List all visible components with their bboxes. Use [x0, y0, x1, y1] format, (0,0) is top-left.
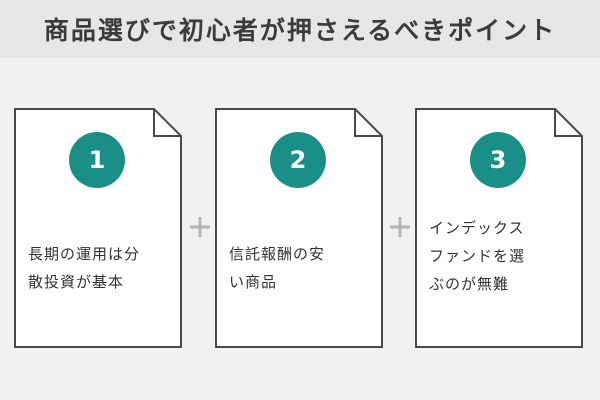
- point-description: 長期の運用は分 散投資が基本: [28, 240, 170, 296]
- plus-icon: [190, 217, 210, 237]
- points-area: 1 長期の運用は分 散投資が基本 2 信託報酬の安 い商品 3: [0, 58, 600, 400]
- point-number-badge: 2: [270, 132, 326, 188]
- point-description-line: 散投資が基本: [28, 273, 125, 291]
- page-title: 商品選びで初心者が押さえるべきポイント: [43, 16, 557, 45]
- document-icon: [14, 108, 182, 348]
- point-card-2: 2 信託報酬の安 い商品: [215, 108, 383, 348]
- point-description: インデックス ファンドを選 ぶのが無難: [429, 214, 571, 298]
- title-bar: 商品選びで初心者が押さえるべきポイント: [0, 0, 600, 58]
- point-number-badge: 1: [69, 132, 125, 188]
- point-description-line: 長期の運用は分: [28, 245, 141, 263]
- point-description-line: インデックス: [429, 219, 525, 237]
- point-description-line: い商品: [229, 273, 278, 291]
- document-icon: [415, 108, 583, 348]
- point-card-3: 3 インデックス ファンドを選 ぶのが無難: [415, 108, 583, 348]
- point-description: 信託報酬の安 い商品: [229, 240, 371, 296]
- document-icon: [215, 108, 383, 348]
- plus-icon: [390, 217, 410, 237]
- point-description-line: 信託報酬の安: [229, 245, 326, 263]
- point-number-badge: 3: [470, 132, 526, 188]
- point-description-line: ぶのが無難: [429, 275, 510, 293]
- point-description-line: ファンドを選: [429, 247, 526, 265]
- point-card-1: 1 長期の運用は分 散投資が基本: [14, 108, 182, 348]
